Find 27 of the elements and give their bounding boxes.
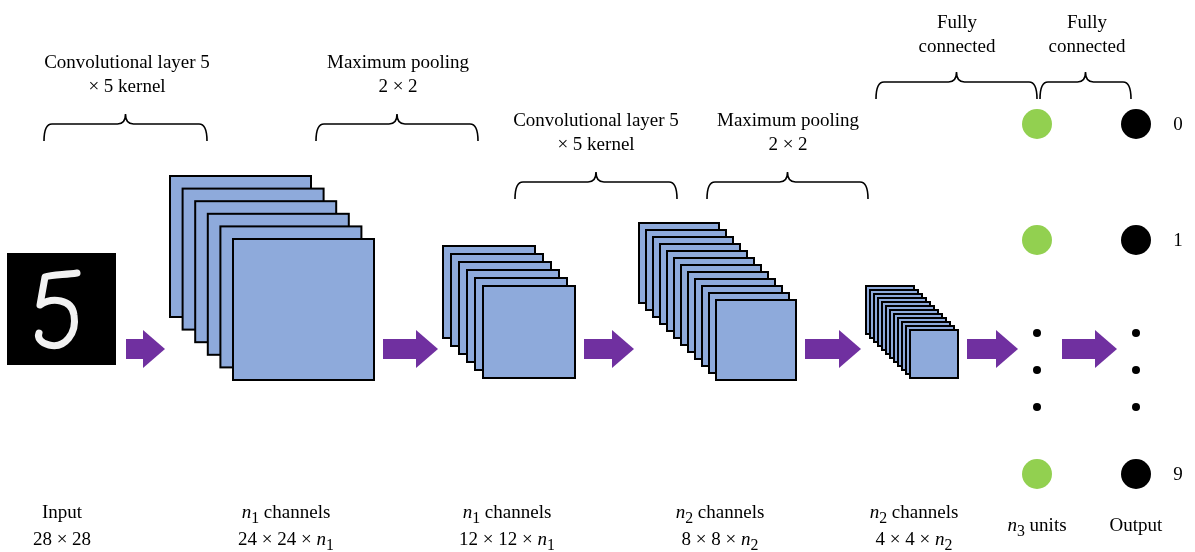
layer-caption: n$_{1}$ channels [462, 500, 552, 528]
block-arrow [383, 330, 438, 368]
layer-caption: 4 × 4 × n$_{2}$ [875, 527, 953, 552]
layer-caption: n$_{2}$ channels [869, 500, 959, 528]
layer-caption: 8 × 8 × n$_{2}$ [681, 527, 759, 552]
block-arrow [1062, 330, 1117, 368]
annotation-text: Maximum pooling 2 × 2 [326, 50, 470, 98]
annotation-text: Fully connected [1047, 10, 1127, 58]
layer-caption: n$_{1}$ channels [241, 500, 331, 528]
annotation-text: Maximum pooling 2 × 2 [716, 108, 860, 156]
layer-caption: 12 × 12 × n$_{1}$ [459, 527, 555, 552]
annotation-text: Convolutional layer 5 × 5 kernel [512, 108, 680, 156]
annotation-text: 9 [1172, 462, 1184, 486]
layer-caption: 24 × 24 × n$_{1}$ [238, 527, 334, 552]
annotation-text: Fully connected [917, 10, 997, 58]
annotation-text: Convolutional layer 5 × 5 kernel [43, 50, 211, 98]
layer-caption: Output [1109, 513, 1163, 537]
block-arrow [584, 330, 634, 368]
layer-caption: n$_{2}$ channels [675, 500, 765, 528]
layer-caption: Input [41, 500, 83, 524]
block-arrow [805, 330, 861, 368]
annotation-text: 0 [1172, 112, 1184, 136]
layer-caption: n$_{3}$ units [1007, 513, 1067, 541]
block-arrow [967, 330, 1018, 368]
annotation-text: 1 [1172, 228, 1184, 252]
layer-caption: 28 × 28 [32, 527, 92, 551]
block-arrow [126, 330, 165, 368]
